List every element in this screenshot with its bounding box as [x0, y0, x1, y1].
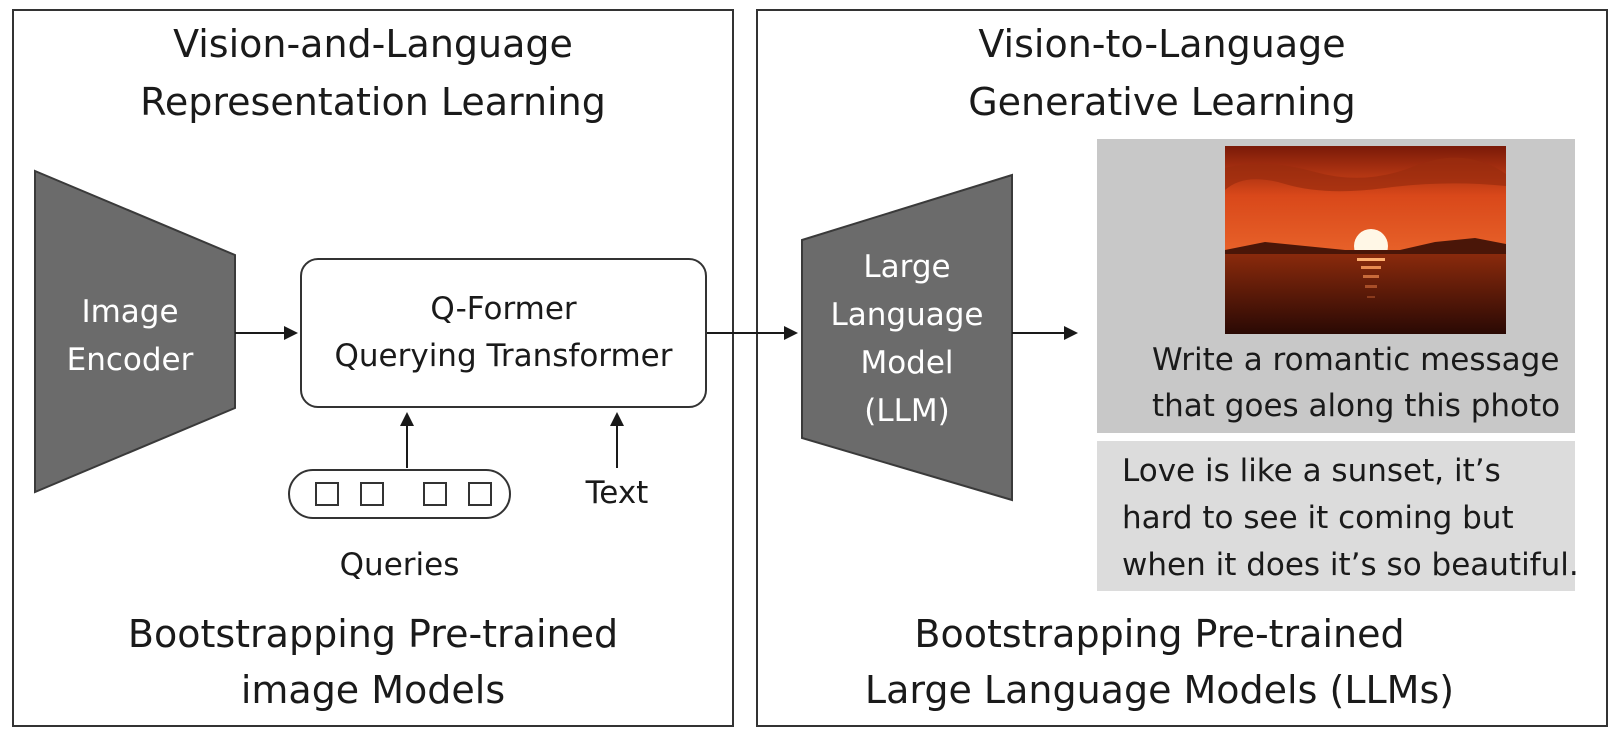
query-token: [315, 482, 339, 506]
right-title-line-1: Vision-to-Language: [978, 22, 1346, 66]
sunset-photo: [1225, 146, 1506, 334]
left-footer-line-1: Bootstrapping Pre-trained: [127, 612, 619, 656]
right-panel-title: Vision-to-Language Generative Learning: [756, 15, 1608, 131]
query-token: [423, 482, 447, 506]
arrow-right-icon: [1012, 326, 1078, 340]
left-footer-line-2: image Models: [240, 668, 506, 712]
llm-line-3: Model: [860, 345, 954, 381]
llm-line-2: Language: [830, 297, 984, 333]
answer-text: Love is like a sunset, it’s hard to see …: [1122, 448, 1579, 589]
prompt-line-2: that goes along this photo: [1152, 388, 1561, 424]
left-title-line-2: Representation Learning: [140, 80, 606, 124]
right-panel-footer: Bootstrapping Pre-trained Large Language…: [756, 606, 1608, 718]
query-token: [360, 482, 384, 506]
sunset-photo-graphic: [1225, 146, 1506, 334]
image-encoder-label: Image Encoder: [40, 288, 220, 384]
right-title-line-2: Generative Learning: [968, 80, 1356, 124]
left-panel-footer: Bootstrapping Pre-trained image Models: [12, 606, 734, 718]
queries-pill: [288, 469, 511, 519]
answer-line-2: hard to see it coming but: [1122, 500, 1514, 536]
qformer-line-2: Querying Transformer: [334, 338, 673, 374]
right-footer-line-1: Bootstrapping Pre-trained: [914, 612, 1405, 656]
arrow-right-icon: [235, 326, 298, 340]
llm-line-4: (LLM): [864, 393, 950, 429]
arrow-up-icon: [400, 412, 414, 468]
left-panel-title: Vision-and-Language Representation Learn…: [12, 15, 734, 131]
queries-label: Queries: [339, 547, 460, 583]
arrow-up-icon: [610, 412, 624, 468]
arrow-right-icon: [707, 326, 798, 340]
llm-label: Large Language Model (LLM): [822, 243, 992, 435]
image-encoder-line-1: Image: [81, 294, 179, 330]
text-label: Text: [585, 475, 649, 511]
prompt-text: Write a romantic message that goes along…: [1152, 337, 1560, 429]
qformer-line-1: Q-Former: [430, 291, 577, 327]
qformer-box: Q-Former Querying Transformer: [300, 258, 707, 408]
llm-shape: [801, 173, 1013, 502]
answer-line-3: when it does it’s so beautiful.: [1122, 547, 1579, 583]
left-title-line-1: Vision-and-Language: [173, 22, 573, 66]
answer-box: [1097, 441, 1575, 591]
prompt-line-1: Write a romantic message: [1152, 342, 1560, 378]
answer-line-1: Love is like a sunset, it’s: [1122, 453, 1501, 489]
right-footer-line-2: Large Language Models (LLMs): [864, 668, 1455, 712]
llm-line-1: Large: [863, 249, 951, 285]
image-encoder-line-2: Encoder: [66, 342, 194, 378]
image-encoder-shape: [34, 169, 236, 494]
query-token: [468, 482, 492, 506]
